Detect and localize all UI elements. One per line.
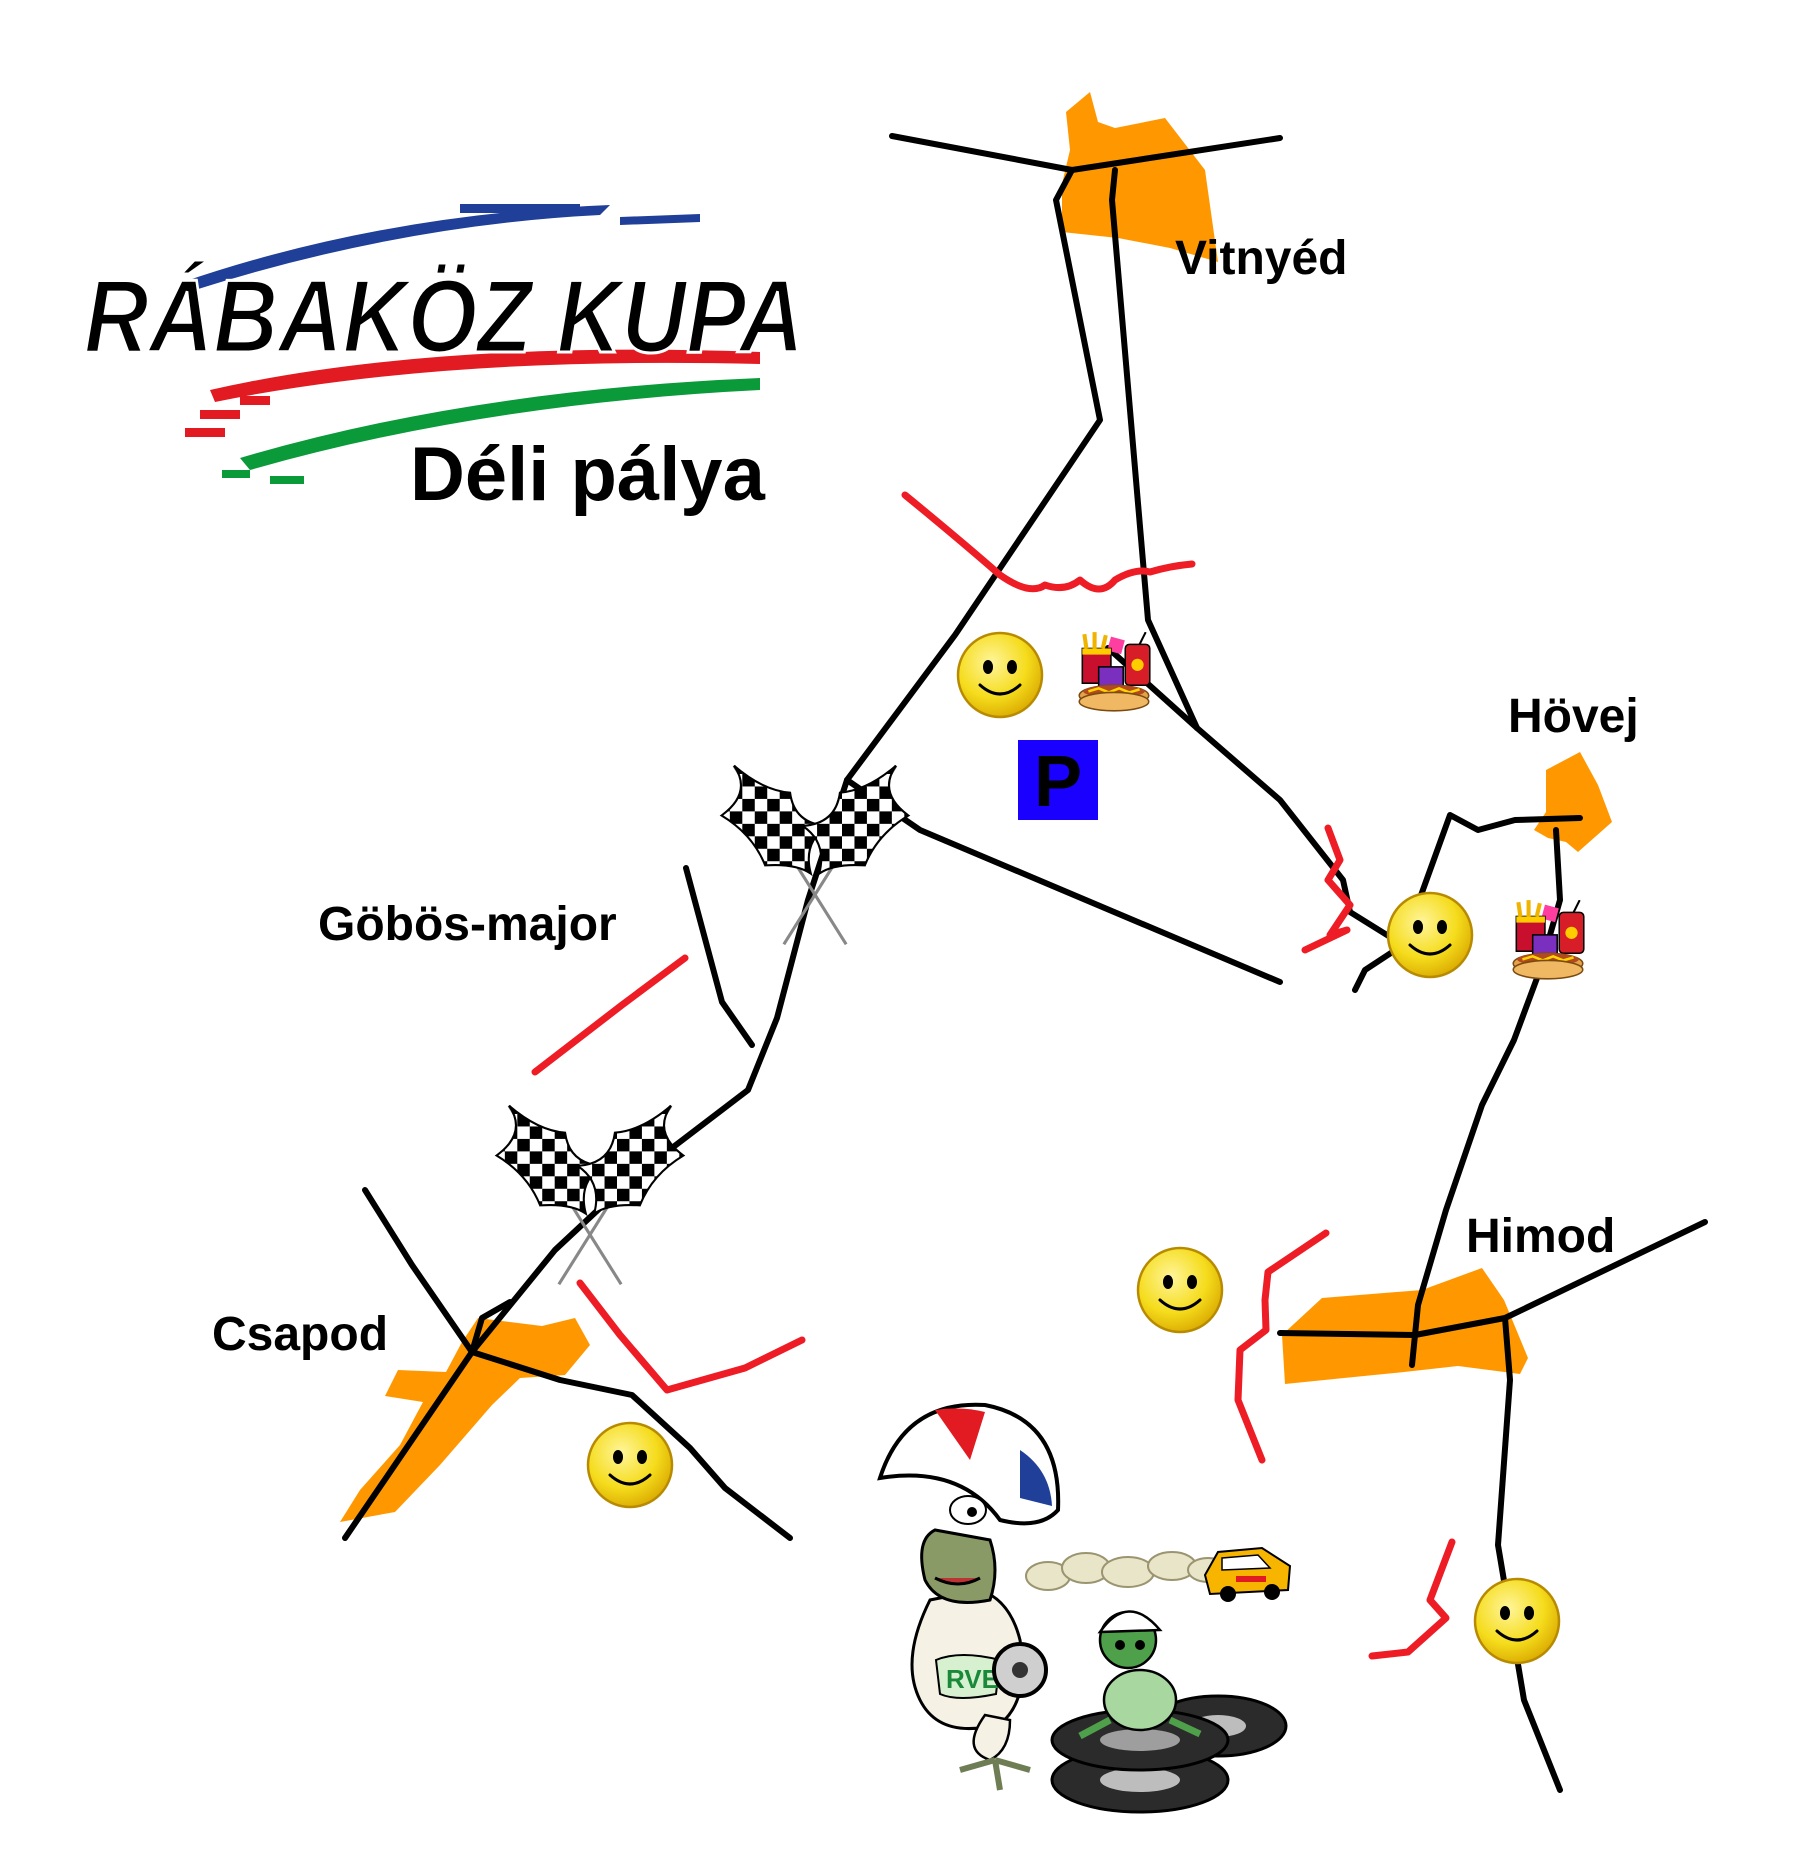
place-himod: Himod	[1466, 1210, 1615, 1263]
rabakoz-kupa-logo: RÁBAKÖZ KUPA	[83, 204, 806, 484]
spectator-smiley-icon	[1473, 1577, 1561, 1665]
finish-flags-icon	[494, 1104, 686, 1286]
place-gobos-major: Göbös-major	[318, 898, 617, 951]
place-vitnyed: Vitnyéd	[1175, 232, 1348, 285]
spectator-smiley-icon	[586, 1421, 674, 1509]
spectator-smiley-icon	[1136, 1246, 1224, 1334]
spectator-smiley-icon	[956, 631, 1044, 719]
logo-stripes	[180, 204, 760, 484]
special-stage-sections	[531, 491, 1456, 1660]
food-drink-icon	[1513, 900, 1584, 979]
driver-character: RVE	[877, 1402, 1061, 1791]
suit-lettering: RVE	[946, 1664, 999, 1694]
vitnyed-area	[1062, 92, 1218, 262]
spectator-smiley-icon	[1386, 891, 1474, 979]
parking-sign: P	[1018, 740, 1098, 822]
start-flags-icon	[719, 764, 911, 946]
road-network	[342, 133, 1708, 1793]
hovej-area	[1534, 752, 1612, 852]
map-title: Déli pálya	[410, 432, 766, 517]
village-areas	[340, 92, 1612, 1522]
place-csapod: Csapod	[212, 1308, 388, 1361]
place-hovej: Hövej	[1508, 690, 1639, 743]
food-drink-icon	[1079, 632, 1150, 711]
dust-cloud	[1025, 1551, 1229, 1591]
himod-area	[1282, 1268, 1528, 1384]
frog-character	[1078, 1610, 1202, 1740]
logo-text: RÁBAKÖZ KUPA	[84, 259, 804, 375]
parking-letter: P	[1034, 742, 1082, 822]
rally-mascot-illustration: RVE	[877, 1402, 1292, 1814]
race-car	[1203, 1546, 1292, 1602]
